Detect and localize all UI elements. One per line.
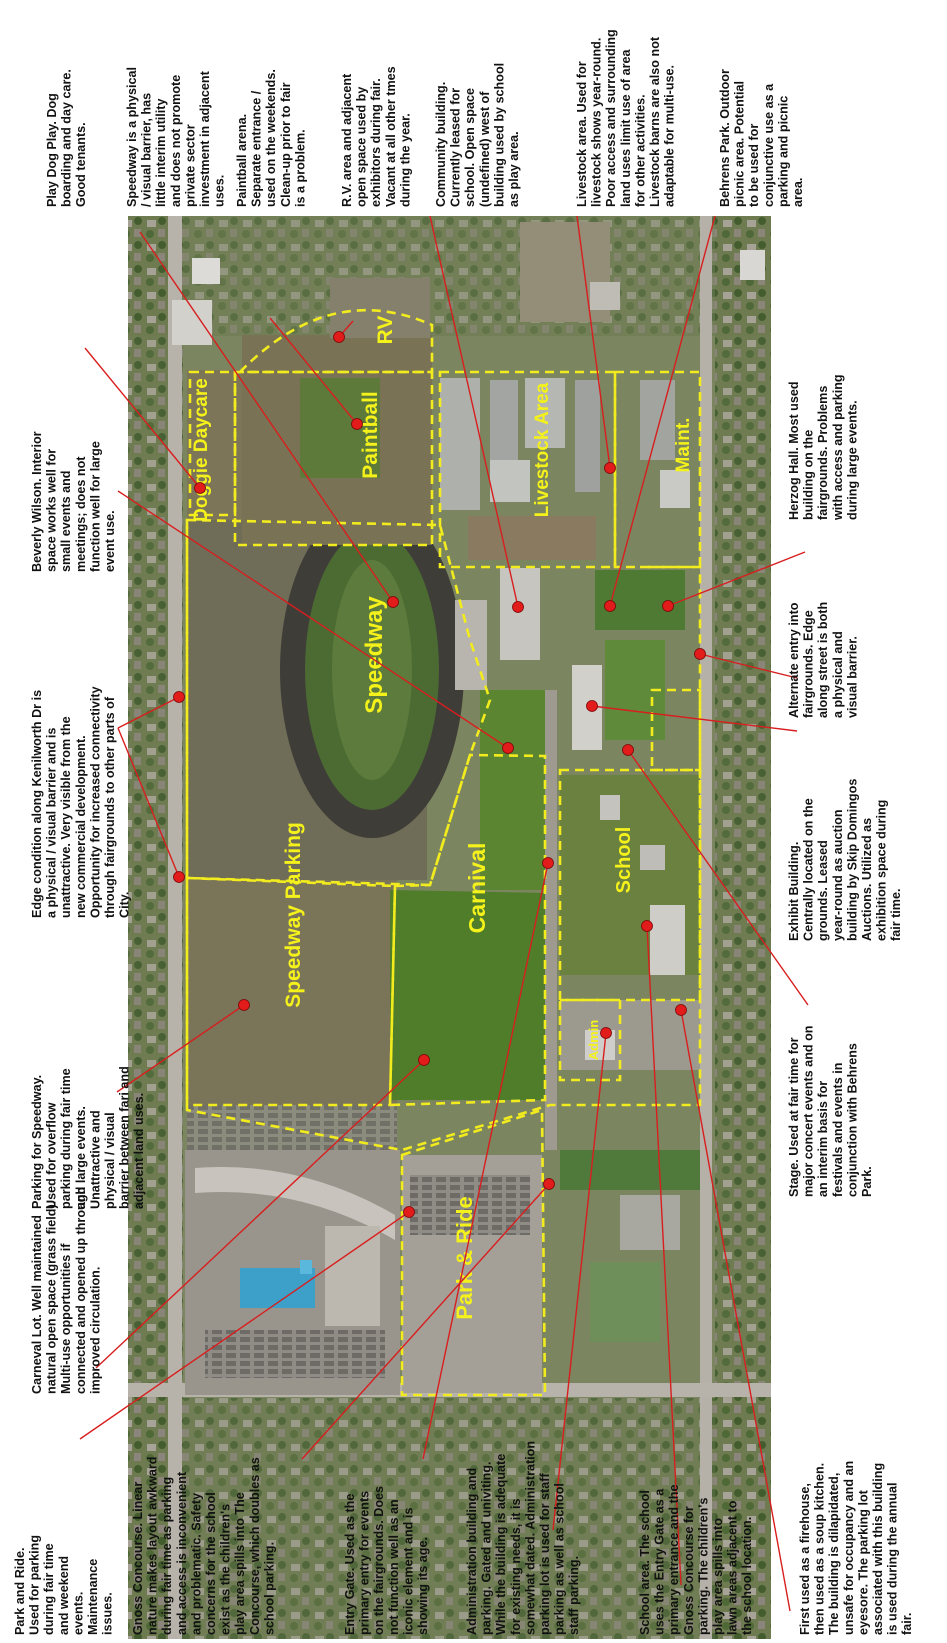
- marker-community-building: [512, 601, 524, 613]
- zone-label-admin: Admin: [586, 1020, 601, 1061]
- leader-lines: [79, 215, 809, 1612]
- zone-labels: Doggie Daycare Paintball RV Speedway Liv…: [191, 316, 694, 1320]
- rv-boundary: [236, 308, 434, 374]
- marker-gnoss-concourse: [542, 857, 554, 869]
- zone-label-speedway: Speedway: [361, 596, 388, 714]
- marker-firehouse: [675, 1004, 687, 1016]
- leader-line: [116, 1004, 245, 1093]
- marker-edge-top: [173, 691, 185, 703]
- doggie-daycare-boundary: [188, 370, 237, 517]
- marker-school: [641, 920, 653, 932]
- leader-line: [139, 231, 394, 603]
- leader-line: [646, 925, 682, 1586]
- leader-line: [576, 215, 611, 469]
- leader-line: [627, 749, 809, 1006]
- note-community-building: Community building.Currently leased fors…: [434, 63, 521, 207]
- speedway-boundary: [185, 518, 492, 887]
- note-edge-condition: Edge condition along Kenilworth Dr isa p…: [30, 686, 132, 918]
- leader-line: [552, 1032, 607, 1531]
- zone-label-carnival: Carnival: [464, 843, 490, 934]
- marker-carnival: [418, 1054, 430, 1066]
- note-speedway-barrier: Speedway is a physical/ visual barrier, …: [125, 67, 227, 207]
- note-stage: Stage. Used at fair time formajor concer…: [787, 1026, 874, 1197]
- note-carneval-lot: Carneval Lot. Well maintainednatural ope…: [30, 1187, 102, 1394]
- leader-line: [95, 1059, 425, 1369]
- marker-alternate-entry: [694, 648, 706, 660]
- note-herzog-hall: Herzog Hall. Most usedbuilding on thefai…: [787, 374, 859, 521]
- note-park-and-ride: Park and Ride.Used for parkingduring fai…: [13, 1535, 115, 1635]
- marker-rv: [333, 331, 345, 343]
- leader-line: [429, 215, 519, 608]
- admin-boundary: [558, 998, 622, 1082]
- exhibit-boundary: [650, 688, 702, 772]
- marker-beverly-wilson: [502, 742, 514, 754]
- note-entry-gate: Entry Gate. Used as theprimary entry for…: [343, 1486, 430, 1635]
- zone-label-maint: Maint.: [673, 418, 694, 473]
- note-school-area: School area. The schooluses the Entry Ga…: [638, 1485, 754, 1635]
- leader-line: [269, 317, 358, 425]
- leader-line: [301, 1183, 550, 1460]
- leader-line: [680, 1009, 791, 1612]
- note-administration: Administration building andparking. Gate…: [465, 1441, 581, 1635]
- leader-line: [699, 653, 798, 679]
- note-speedway-parking: Parking for Speedway.Used for overflowpa…: [30, 1066, 146, 1209]
- note-beverly-wilson: Beverly Wilson. Interiorspace works well…: [30, 431, 117, 572]
- marker-paintball: [351, 418, 363, 430]
- zone-label-paintball: Paintball: [359, 391, 382, 479]
- zone-label-speedway-parking: Speedway Parking: [282, 822, 305, 1008]
- note-rv-area: R.V. area and adjacentopen space used by…: [340, 66, 412, 207]
- marker-edge-bottom: [173, 871, 185, 883]
- zone-label-livestock: Livestock Area: [532, 382, 553, 517]
- zone-label-school: School: [613, 827, 635, 894]
- leader-line: [422, 862, 549, 1460]
- marker-behrens-park: [604, 600, 616, 612]
- leader-line: [117, 696, 180, 729]
- note-alternate-entry: Alternate entry intofairgrounds. Edgealo…: [787, 602, 859, 718]
- school-boundary: [558, 768, 702, 1002]
- marker-herzog-hall: [662, 600, 674, 612]
- note-exhibit-building: Exhibit Building.Centrally located on th…: [787, 779, 903, 941]
- marker-speedway-parking: [238, 999, 250, 1011]
- aerial-photo: [128, 216, 771, 1639]
- note-firehouse: First used as a firehouse,then used as a…: [798, 1461, 914, 1635]
- zone-outlines: [185, 308, 702, 1397]
- leader-line: [117, 490, 509, 749]
- leader-line: [609, 215, 716, 607]
- zone-label-doggie: Doggie Daycare: [191, 378, 212, 522]
- markers: [173, 331, 706, 1218]
- leader-line: [117, 727, 180, 878]
- park-and-ride-boundary: [400, 1108, 547, 1397]
- marker-admin: [600, 1027, 612, 1039]
- marker-park-and-ride: [403, 1206, 415, 1218]
- leader-line: [84, 347, 201, 489]
- outer-boundary: [185, 520, 702, 1152]
- leader-line: [667, 551, 806, 607]
- speedway-parking-boundary: [185, 876, 397, 1107]
- marker-speedway: [387, 596, 399, 608]
- note-livestock-area: Livestock area. Used forlivestock shows …: [575, 29, 677, 207]
- marker-entry-gate: [543, 1178, 555, 1190]
- leader-line: [591, 705, 798, 732]
- marker-exhibit: [586, 700, 598, 712]
- note-gnoss-concourse: Gnoss Concourse. Linearnature makes layo…: [131, 1457, 276, 1635]
- note-play-dog-play: Play Dog Play. Dogboarding and day care.…: [45, 69, 88, 207]
- zone-label-rv: RV: [374, 316, 397, 345]
- annotation-notes: Play Dog Play. Dogboarding and day care.…: [13, 29, 914, 1635]
- marker-stage: [622, 744, 634, 756]
- marker-doggie-daycare: [194, 482, 206, 494]
- note-behrens-park: Behrens Park. Outdoorpicnic area. Potent…: [718, 69, 805, 207]
- marker-livestock: [604, 462, 616, 474]
- carnival-boundary: [388, 753, 547, 1107]
- leader-line: [79, 1211, 410, 1440]
- note-paintball-arena: Paintball arena.Separate entrance /used …: [235, 69, 307, 207]
